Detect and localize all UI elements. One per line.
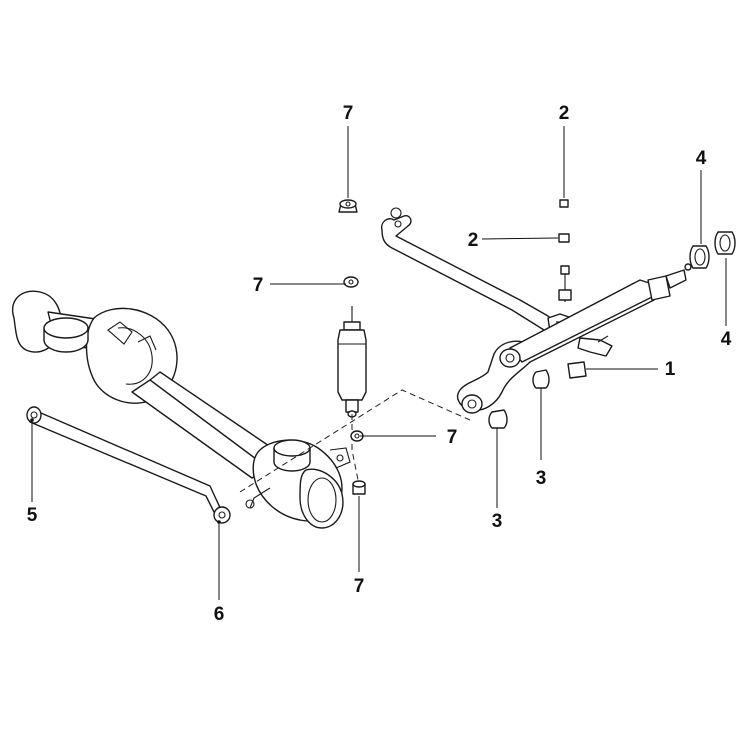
alignment-line-vertical — [351, 414, 359, 481]
callout-2-mid: 2 — [468, 230, 479, 251]
callout-4-right: 4 — [721, 329, 732, 350]
callout-2-top: 2 — [559, 103, 570, 124]
lateral-rod — [26, 406, 231, 524]
alignment-line — [239, 389, 471, 493]
callout-7-top: 7 — [343, 103, 354, 124]
stabilizer-bar — [380, 207, 575, 337]
callout-4-top: 4 — [696, 148, 707, 169]
rear-axle-assembly — [11, 290, 351, 529]
callout-3-right: 3 — [536, 468, 547, 489]
callout-7-bottom: 7 — [354, 576, 365, 597]
callout-3-left: 3 — [492, 511, 503, 532]
callout-7-mid: 7 — [447, 427, 458, 448]
shock-absorber — [337, 306, 367, 418]
callout-6: 6 — [214, 604, 225, 625]
callout-labels: 7 2 2 4 7 4 1 7 3 5 3 7 6 — [27, 103, 732, 625]
callout-1: 1 — [665, 359, 676, 380]
leader-lines — [30, 126, 727, 600]
loose-parts — [338, 199, 736, 495]
callout-5: 5 — [27, 505, 38, 526]
callout-7-left: 7 — [253, 275, 264, 296]
trailing-arm — [456, 263, 692, 414]
